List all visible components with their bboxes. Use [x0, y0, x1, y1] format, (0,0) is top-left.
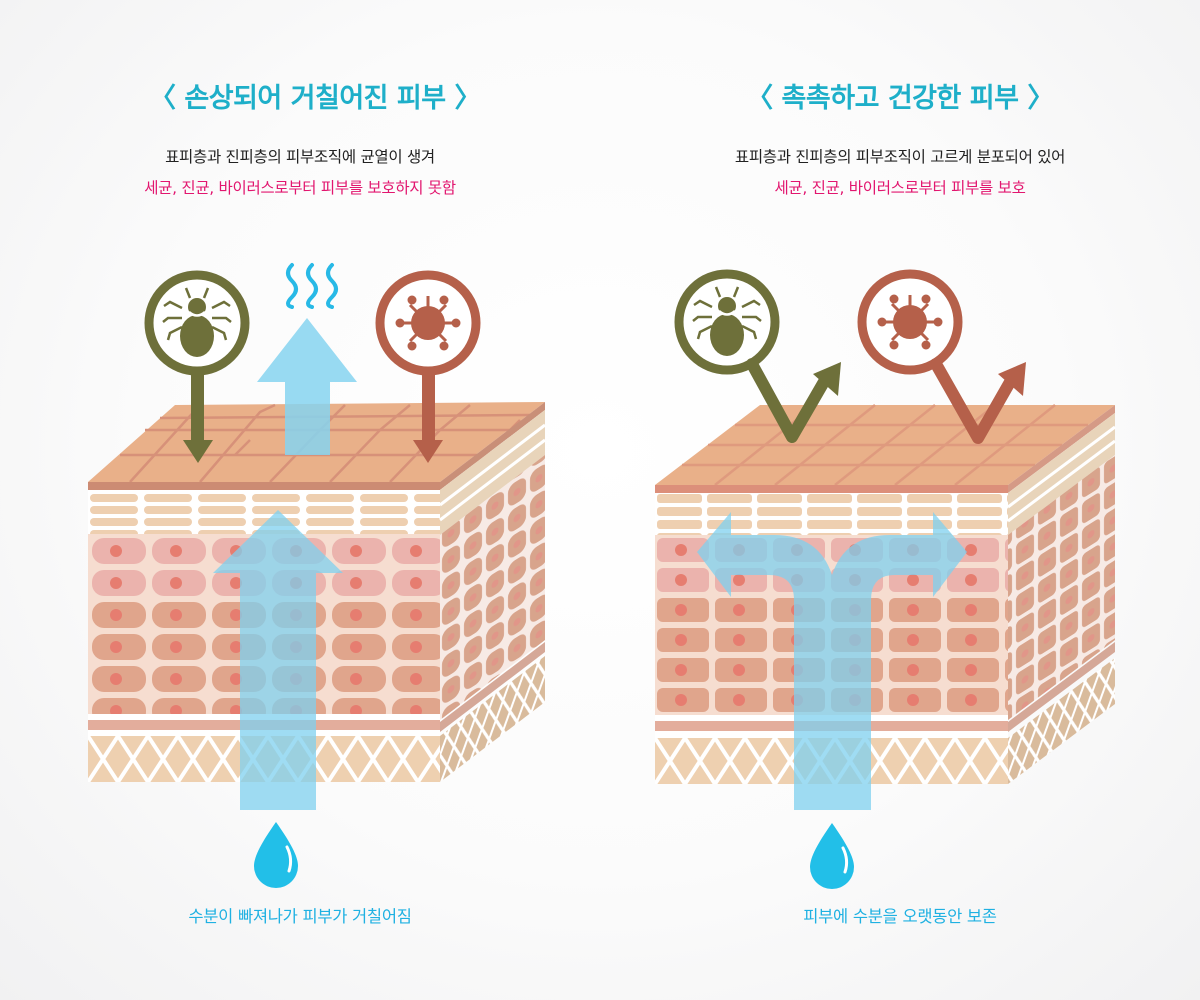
water-retention-arrow — [697, 512, 967, 810]
damaged-skin-warning: 세균, 진균, 바이러스로부터 피부를 보호하지 못함 — [144, 179, 456, 197]
damaged-skin-caption: 수분이 빠져나가 피부가 거칠어짐 — [188, 907, 412, 926]
damaged-skin-illustration — [88, 263, 546, 888]
damaged-skin-title: 〈 손상되어 거칠어진 피부 〉 — [149, 83, 482, 114]
healthy-skin-caption: 피부에 수분을 오랫동안 보존 — [803, 907, 997, 926]
damaged-skin-description: 표피층과 진피층의 피부조직에 균열이 생겨 — [165, 148, 435, 166]
healthy-skin-illustration — [655, 269, 1116, 889]
evaporation-arrow — [257, 318, 357, 455]
healthy-skin-title: 〈 촉촉하고 건강한 피부 〉 — [746, 83, 1054, 114]
healthy-skin-panel: 〈 촉촉하고 건강한 피부 〉 표피층과 진피층의 피부조직이 고르게 분포되어… — [600, 0, 1200, 1000]
healthy-skin-benefit: 세균, 진균, 바이러스로부터 피부를 보호 — [774, 179, 1026, 197]
water-drop-icon — [810, 823, 854, 889]
virus-icon — [375, 270, 481, 463]
moisture-evaporation-icon — [286, 263, 338, 309]
damaged-skin-panel: 〈 손상되어 거칠어진 피부 〉 표피층과 진피층의 피부조직에 균열이 생겨 … — [88, 83, 546, 926]
healthy-skin-description: 표피층과 진피층의 피부조직이 고르게 분포되어 있어 — [734, 148, 1066, 166]
water-loss-arrow — [213, 510, 343, 810]
virus-icon — [857, 269, 1026, 444]
mite-icon — [674, 269, 841, 443]
mite-icon — [144, 270, 250, 463]
water-drop-icon — [254, 822, 298, 888]
